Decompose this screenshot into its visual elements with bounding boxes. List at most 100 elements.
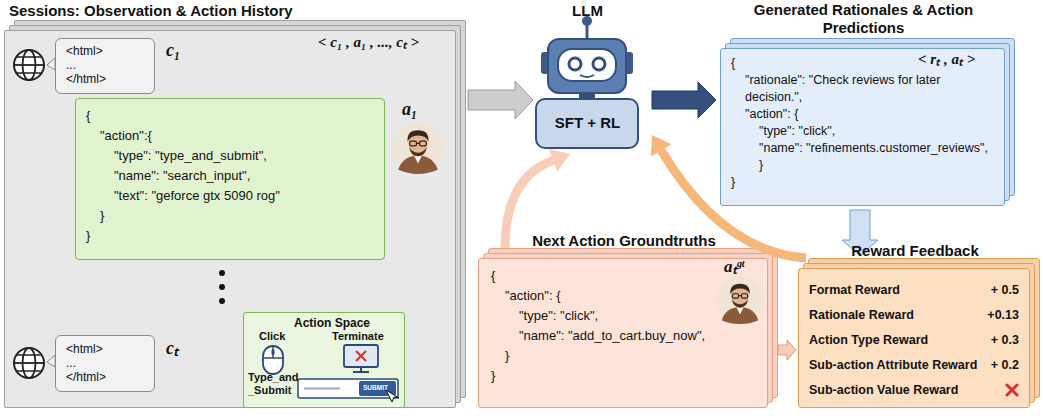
json-line: } [86, 206, 374, 226]
text-anchor: Next Action Groundtruths [479, 232, 769, 250]
text-anchor: Terminate [332, 330, 384, 343]
json-line: "type": "click", [731, 123, 994, 140]
flow-arrow [652, 82, 716, 118]
reward-rows: Format Reward + 0.5Rationale Reward +0.13A… [809, 277, 1019, 402]
text-label: Click [259, 330, 285, 343]
reward-name: Sub-action Value Reward [809, 382, 958, 398]
reward-name: Format Reward [809, 282, 900, 298]
json-line: } [731, 174, 994, 191]
reward-value: + 0.3 [991, 332, 1019, 348]
json-line: </html> [66, 72, 144, 86]
click-icon [263, 346, 283, 374]
variable-label: a₁ [402, 99, 417, 120]
user-avatar [717, 277, 763, 324]
json-line: { [86, 106, 374, 126]
block-arrow [778, 340, 796, 360]
flow-arrow [842, 210, 878, 256]
curved-arrow [505, 160, 553, 248]
block-arrow [842, 210, 878, 256]
user-avatar [393, 123, 443, 174]
json-line: ... [66, 58, 144, 72]
text-label: Type_and _Submit [248, 371, 306, 397]
block-arrow [652, 82, 716, 118]
variable-label: c₁ [166, 40, 180, 61]
label-anchor: < rₜ , aₜ > [918, 51, 975, 68]
fail-cross-stroke [1007, 385, 1017, 395]
reward-name: Sub-action Attribute Reward [809, 357, 977, 373]
text-anchor: Action Space [294, 316, 370, 330]
flow-arrow [651, 135, 806, 258]
json-line: <html> [66, 44, 144, 58]
json-line: } [491, 346, 755, 366]
session-panel: Sessions: Observation & Action History<h… [4, 30, 456, 408]
panel-title: Reward Feedback [799, 242, 1031, 260]
json-line: ... [66, 356, 144, 370]
reward-name: Rationale Reward [809, 307, 914, 323]
json-line: "action": { [731, 106, 994, 123]
text-label: Terminate [332, 330, 384, 343]
json-line: "name": "add_to_cart.buy_now", [491, 326, 755, 346]
observation-bubble: <html>...</html> [55, 335, 155, 392]
json-line: } [491, 366, 755, 386]
json-line: "text": "geforce gtx 5090 rog" [86, 186, 374, 206]
label-anchor: c₁ [166, 40, 180, 61]
reward-value: + 0.5 [991, 282, 1019, 298]
json-line: <html> [66, 342, 144, 356]
json-line: } [86, 226, 374, 246]
globe-icon [14, 348, 44, 378]
text-label: SFT + RL [525, 114, 650, 132]
curved-arrow [661, 150, 806, 258]
flow-arrow [778, 340, 796, 360]
json-line: "type": "type_and_submit", [86, 146, 374, 166]
arrow-head [549, 149, 570, 172]
text-anchor: Generated Rationales & Action Prediction… [721, 1, 1006, 37]
reward-box: Reward FeedbackFormat Reward+ 0.5Rationa… [798, 268, 1030, 408]
type-submit-icon [298, 379, 399, 402]
json-line: "name": "search_input", [86, 166, 374, 186]
reward-row: Sub-action Value Reward [809, 377, 1019, 402]
panel-title: Generated Rationales & Action Prediction… [721, 1, 1006, 37]
reward-value: +0.13 [987, 307, 1019, 323]
globe-icon [14, 50, 44, 80]
ellipsis-dot [219, 284, 225, 290]
arrow-head [651, 135, 672, 157]
groundtruth-box: Next Action Groundtruths{"action": {"typ… [478, 258, 768, 408]
ellipsis-dot [219, 298, 225, 304]
panel-title: Sessions: Observation & Action History [9, 2, 293, 20]
text-anchor: SFT + RL [525, 114, 650, 132]
reward-value: + 0.2 [991, 357, 1019, 373]
flow-arrow [468, 81, 533, 119]
variable-label: < rₜ , aₜ > [918, 51, 975, 68]
text-anchor: LLM [525, 2, 650, 20]
block-arrow [468, 81, 533, 119]
json-line: "action": { [491, 286, 755, 306]
reward-row: Format Reward + 0.5 [809, 277, 1019, 302]
button-text: SUBMIT [363, 384, 388, 392]
reward-row: Action Type Reward + 0.3 [809, 327, 1019, 352]
terminate-icon [344, 345, 378, 372]
variable-label: aₜᵍᵗ [724, 257, 745, 277]
label-anchor: a₁ [402, 99, 417, 120]
text-anchor: Type_and _Submit [248, 371, 306, 397]
variable-label: cₜ [166, 338, 178, 359]
json-line: "rationale": "Check reviews for later de… [731, 72, 994, 106]
flow-arrow [505, 149, 570, 248]
json-line: { [491, 266, 755, 286]
robot-illustration [536, 16, 638, 148]
text-label: Action Space [294, 316, 370, 330]
ellipsis-dot [219, 270, 225, 276]
panel-title: Next Action Groundtruths [479, 232, 769, 250]
text-anchor: Sessions: Observation & Action History [9, 2, 293, 20]
variable-label: < c₁ , a₁ , ..., cₜ > [318, 34, 419, 51]
json-line: "name": "refinements.customer_reviews", … [731, 140, 994, 174]
json-line: </html> [66, 370, 144, 384]
reward-name: Action Type Reward [809, 332, 928, 348]
prediction-box: Generated Rationales & Action Prediction… [720, 48, 1005, 206]
reward-row: Rationale Reward +0.13 [809, 302, 1019, 327]
label-anchor: < c₁ , a₁ , ..., cₜ > [318, 34, 419, 51]
text-anchor: Reward Feedback [799, 242, 1031, 260]
fail-cross [1005, 383, 1019, 397]
